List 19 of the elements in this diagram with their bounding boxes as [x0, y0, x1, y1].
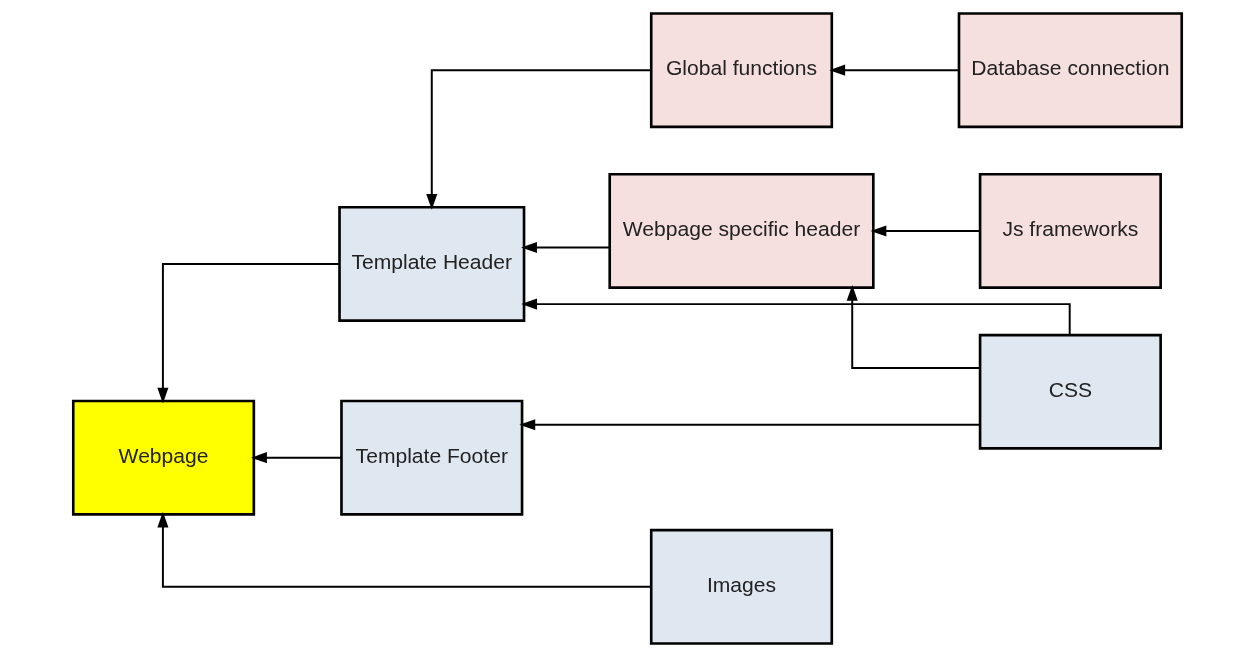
arrow	[829, 64, 960, 76]
arrow	[870, 225, 982, 237]
arrow	[519, 419, 981, 431]
node-box: Images	[649, 528, 834, 645]
arrow	[157, 262, 341, 404]
node-box: Js frameworks	[978, 172, 1162, 289]
node-box: Webpage	[71, 399, 256, 516]
node-box: Template Header	[338, 205, 526, 322]
arrow	[426, 69, 653, 210]
node-box: Template Footer	[340, 399, 524, 516]
node-box: Global functions	[649, 12, 834, 129]
node-box: Webpage specific header	[608, 172, 875, 289]
node-box: Database connection	[957, 12, 1184, 129]
arrow	[521, 298, 1071, 336]
node-box: CSS	[978, 333, 1162, 450]
arrow	[157, 511, 653, 588]
arrow	[521, 241, 611, 253]
arrow	[846, 284, 981, 370]
arrow	[251, 452, 343, 464]
